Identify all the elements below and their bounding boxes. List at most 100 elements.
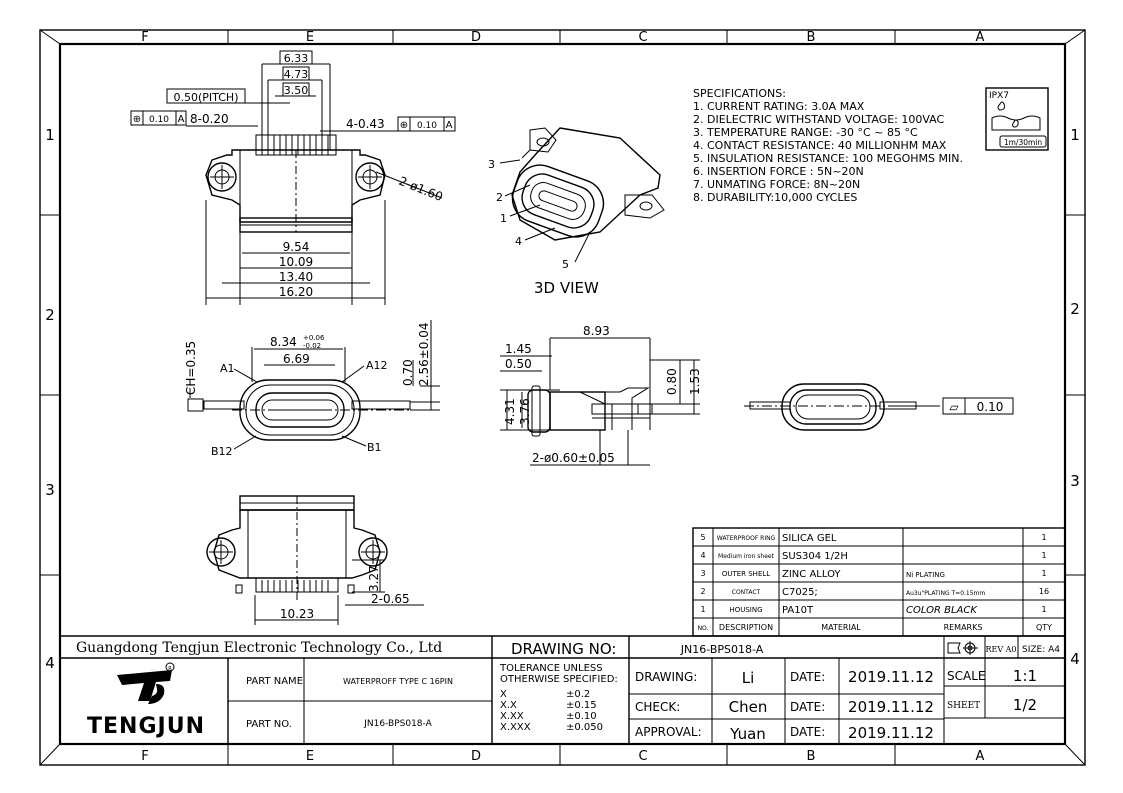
- bom-cell: ZINC ALLOY: [782, 569, 841, 580]
- dim-3-76: 3.76: [518, 398, 532, 425]
- bom-cell: SUS304 1/2H: [782, 551, 848, 562]
- bom-cell: CONTACT: [732, 589, 761, 596]
- pin-a1: A1: [220, 362, 235, 375]
- sheet-size: SIZE: A4: [1022, 645, 1060, 655]
- tol-xxxx-value: ±0.050: [566, 722, 603, 733]
- pin-a12: A12: [366, 359, 388, 372]
- dim-2-56: 2.56±0.04: [417, 323, 431, 387]
- tol-xxx-value: ±0.10: [566, 711, 597, 722]
- check-by: Chen: [729, 698, 768, 716]
- tol-right-value: 0.10: [417, 121, 437, 131]
- dim-9-54: 9.54: [283, 240, 310, 254]
- bom-cell: 4: [700, 551, 705, 560]
- approval-by-label: APPROVAL:: [635, 725, 702, 739]
- zone-bottom-c: C: [638, 749, 647, 764]
- top-view: 6.33 4.73 3.50 0.50(PITCH) ⊕ 0.10 A 8-0.…: [130, 50, 456, 305]
- zone-top-f: F: [141, 30, 148, 45]
- tol-right-text: 4-0.43: [346, 117, 385, 131]
- bom-cell: Au3u"PLATING T=0.15mm: [906, 590, 985, 597]
- drawing-no-label: DRAWING NO:: [511, 640, 617, 658]
- part-no-value: JN16-BPS018-A: [363, 719, 432, 729]
- tol-x-value: ±0.2: [566, 689, 590, 700]
- dim-pitch: 0.50(PITCH): [174, 91, 239, 104]
- sheet-label: SHEET: [947, 701, 980, 711]
- bom-cell: 1: [1041, 551, 1046, 560]
- top-view-pins: [255, 134, 337, 156]
- bom-cell: 1: [1041, 569, 1046, 578]
- date-approval: 2019.11.12: [848, 724, 934, 742]
- company-name: Guangdong Tengjun Electronic Technology …: [76, 640, 442, 656]
- dim-13-40: 13.40: [279, 270, 313, 284]
- dim-2-0-65: 2-0.65: [371, 592, 410, 606]
- date-label-1: DATE:: [790, 670, 825, 684]
- profile-view: ▱ 0.10: [744, 383, 1014, 431]
- projection-symbol: [947, 641, 978, 655]
- bom-cell: 3: [700, 569, 705, 578]
- dim-4-73: 4.73: [284, 68, 309, 81]
- tol-x-label: X: [500, 689, 507, 700]
- flatness-symbol: ▱: [949, 400, 959, 414]
- check-by-label: CHECK:: [635, 700, 680, 714]
- bom-cell: 5: [700, 533, 705, 542]
- tol-left-symbol: ⊕: [133, 114, 141, 125]
- registered-mark: R: [168, 666, 172, 672]
- tol-left-value: 0.10: [149, 115, 169, 125]
- dim-hole: 2-ø1.60: [397, 174, 445, 204]
- bom-cell: HOUSING: [729, 606, 762, 614]
- dim-3-50: 3.50: [284, 84, 309, 97]
- bom-row-1: 1 HOUSING PA10T COLOR BLACK 1: [700, 605, 1046, 616]
- zone-bottom-d: D: [471, 749, 481, 764]
- part-name-value: WATERPROFF TYPE C 16PIN: [343, 677, 453, 686]
- zone-left-1: 1: [45, 126, 55, 144]
- ipx7-label: IPX7: [989, 91, 1009, 101]
- dim-pin-dia: 2-ø0.60±0.05: [532, 451, 615, 465]
- zone-bottom-b: B: [807, 749, 816, 764]
- spec-line-1: 1. CURRENT RATING: 3.0A MAX: [693, 100, 865, 113]
- sheet-frame: [39, 29, 1086, 766]
- dim-1-53: 1.53: [688, 368, 702, 395]
- tol-left-text: 8-0.20: [190, 112, 229, 126]
- spec-line-5: 5. INSULATION RESISTANCE: 100 MEGOHMS MI…: [693, 152, 963, 165]
- tolerance-title-2: OTHERWISE SPECIFIED:: [500, 674, 618, 685]
- zone-top-a: A: [976, 30, 985, 45]
- bom-cell: OUTER SHELL: [722, 570, 770, 578]
- spec-line-6: 6. INSERTION FORCE : 5N~20N: [693, 165, 864, 178]
- callout-1: 1: [500, 212, 507, 225]
- zone-right-4: 4: [1070, 650, 1080, 668]
- zone-bottom-a: A: [976, 749, 985, 764]
- bom-row-3: 3 OUTER SHELL ZINC ALLOY Ni PLATING 1: [700, 569, 1046, 580]
- dim-6-69: 6.69: [283, 352, 310, 366]
- tol-xxxx-label: X.XXX: [500, 722, 531, 733]
- tol-left-ref: A: [178, 114, 185, 125]
- part-no-label: PART NO.: [246, 719, 292, 730]
- ipx7-badge: IPX7 1m/30min: [985, 87, 1049, 151]
- dim-width-tol-down: -0.02: [303, 342, 321, 350]
- spec-line-2: 2. DIELECTRIC WITHSTAND VOLTAGE: 100VAC: [693, 113, 945, 126]
- dim-1-45: 1.45: [505, 342, 532, 356]
- pin-b12: B12: [211, 445, 233, 458]
- bom-cell: 1: [1041, 533, 1046, 542]
- approval-by: Yuan: [729, 725, 766, 743]
- flatness-value: 0.10: [977, 400, 1004, 414]
- zone-left-2: 2: [45, 306, 55, 324]
- bom-table: [692, 527, 1066, 637]
- zone-top-b: B: [807, 30, 816, 45]
- zone-right-2: 2: [1070, 300, 1080, 318]
- spec-line-8: 8. DURABILITY:10,000 CYCLES: [693, 191, 857, 204]
- bom-header-cell: DESCRIPTION: [719, 623, 773, 632]
- date-check: 2019.11.12: [848, 698, 934, 716]
- spec-line-7: 7. UNMATING FORCE: 8N~20N: [693, 178, 860, 191]
- spec-line-4: 4. CONTACT RESISTANCE: 40 MILLIONHM MAX: [693, 139, 947, 152]
- zone-labels: F E D C B A F E D C B A 1 2 3 4 1 2 3 4: [45, 30, 1080, 764]
- scale-label: SCALE: [947, 669, 985, 683]
- drawing-by: Li: [742, 669, 755, 687]
- bom-header-cell: QTY: [1036, 623, 1052, 632]
- tol-right-ref: A: [446, 120, 453, 131]
- date-label-3: DATE:: [790, 725, 825, 739]
- spec-title: SPECIFICATIONS:: [693, 87, 786, 100]
- bom-header-cell: NO.: [698, 625, 709, 632]
- spec-line-3: 3. TEMPERATURE RANGE: -30 °C ~ 85 °C: [693, 126, 918, 139]
- title-block: [60, 635, 1065, 744]
- bom-cell: 16: [1039, 587, 1049, 596]
- dim-6-33: 6.33: [284, 52, 309, 65]
